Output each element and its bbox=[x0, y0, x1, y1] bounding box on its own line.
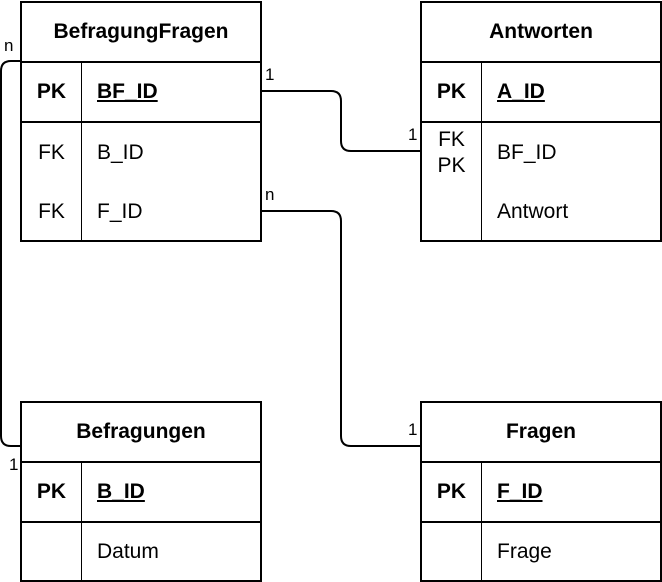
table-row: FK F_ID bbox=[22, 183, 260, 240]
field-name: Frage bbox=[497, 539, 552, 563]
key-label: FK PK bbox=[422, 123, 482, 183]
field-name: BF_ID bbox=[97, 80, 158, 103]
connector-bf-befragungen bbox=[0, 60, 21, 447]
cardinality-label: 1 bbox=[408, 125, 418, 144]
field-name: A_ID bbox=[497, 80, 545, 103]
table-row: FK B_ID bbox=[22, 123, 260, 183]
entity-befragungfragen[interactable]: BefragungFragen PK BF_ID FK B_ID FK F_ID bbox=[20, 1, 262, 242]
key-label-pk: PK bbox=[437, 154, 466, 177]
entity-befragungen[interactable]: Befragungen PK B_ID Datum bbox=[20, 401, 262, 582]
entity-title: BefragungFragen bbox=[22, 3, 260, 63]
key-label bbox=[22, 523, 82, 580]
key-label: FK bbox=[22, 123, 82, 183]
table-row: FK PK BF_ID bbox=[422, 123, 660, 183]
table-row: PK A_ID bbox=[422, 63, 660, 123]
cardinality-label: 1 bbox=[408, 420, 418, 439]
field-name: F_ID bbox=[497, 480, 543, 503]
entity-title: Antworten bbox=[422, 3, 660, 63]
key-label: PK bbox=[22, 63, 82, 121]
entity-title: Fragen bbox=[422, 403, 660, 463]
field-name: B_ID bbox=[97, 480, 145, 503]
field-name: Antwort bbox=[497, 199, 569, 223]
key-label: PK bbox=[422, 63, 482, 121]
key-label: PK bbox=[422, 463, 482, 521]
field-name: F_ID bbox=[97, 199, 143, 223]
field-name: B_ID bbox=[97, 141, 144, 164]
entity-antworten[interactable]: Antworten PK A_ID FK PK BF_ID Antwort bbox=[420, 1, 662, 242]
connector-bf-antworten bbox=[262, 90, 421, 152]
key-label: PK bbox=[22, 463, 82, 521]
table-row: PK BF_ID bbox=[22, 63, 260, 123]
entity-title: Befragungen bbox=[22, 403, 260, 463]
field-name: Datum bbox=[97, 539, 159, 563]
table-row: Frage bbox=[422, 523, 660, 580]
cardinality-label: n bbox=[4, 36, 14, 55]
cardinality-label: 1 bbox=[265, 65, 275, 84]
field-name: BF_ID bbox=[497, 141, 557, 164]
cardinality-label: n bbox=[265, 185, 275, 204]
key-label bbox=[422, 523, 482, 580]
table-row: Antwort bbox=[422, 183, 660, 240]
table-row: PK B_ID bbox=[22, 463, 260, 523]
key-label-fk: FK bbox=[438, 128, 465, 151]
table-row: Datum bbox=[22, 523, 260, 580]
cardinality-label: 1 bbox=[9, 455, 19, 474]
table-row: PK F_ID bbox=[422, 463, 660, 523]
key-label bbox=[422, 183, 482, 240]
connector-bf-fragen bbox=[262, 210, 421, 447]
key-label: FK bbox=[22, 183, 82, 240]
entity-fragen[interactable]: Fragen PK F_ID Frage bbox=[420, 401, 662, 582]
